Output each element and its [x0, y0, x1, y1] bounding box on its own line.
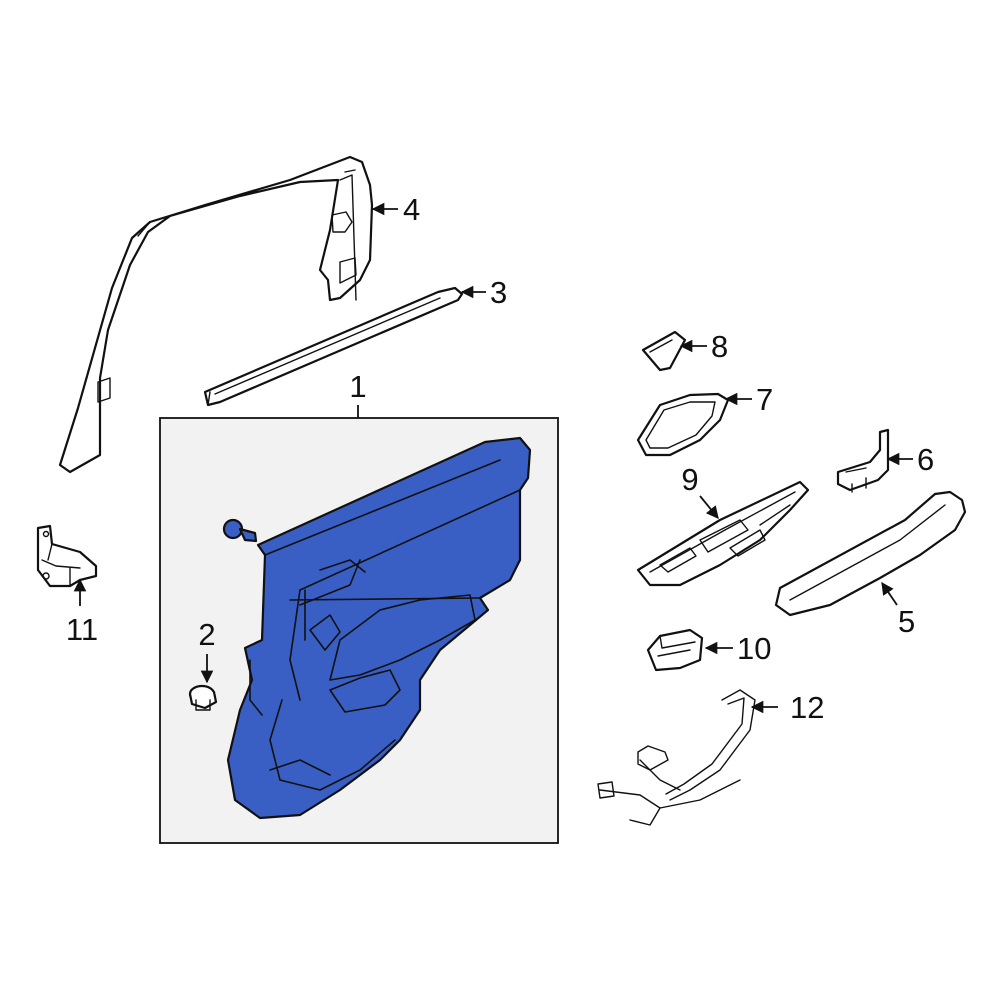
- part-10-switch[interactable]: [646, 628, 704, 672]
- part-2-retainer-clip[interactable]: [188, 684, 218, 711]
- part-11-bracket[interactable]: [36, 524, 98, 588]
- callout-label-2: 2: [198, 617, 215, 652]
- callout-label-8: 8: [711, 329, 728, 364]
- callout-9: 9: [681, 462, 719, 519]
- callout-label-11: 11: [66, 612, 98, 647]
- callout-3: 3: [460, 275, 507, 310]
- callout-2: 2: [198, 617, 216, 684]
- part-5-armrest[interactable]: [774, 490, 967, 617]
- part-6-bracket[interactable]: [836, 428, 890, 493]
- part-3-belt-molding[interactable]: [203, 286, 464, 407]
- part-4-window-sash[interactable]: [58, 155, 374, 474]
- callout-8: 8: [679, 329, 728, 364]
- callout-11: 11: [66, 578, 98, 647]
- callout-6: 6: [886, 442, 934, 477]
- callout-label-3: 3: [490, 275, 507, 310]
- part-1-clip[interactable]: [222, 518, 258, 543]
- callout-label-10: 10: [737, 631, 771, 666]
- callout-10: 10: [704, 631, 771, 666]
- callout-label-9: 9: [681, 462, 698, 497]
- part-7-bezel[interactable]: [636, 392, 730, 457]
- callout-label-4: 4: [403, 192, 420, 227]
- part-1-door-trim-panel[interactable]: [226, 436, 532, 820]
- callout-7: 7: [724, 382, 773, 417]
- callout-5: 5: [881, 581, 915, 639]
- callout-label-6: 6: [917, 442, 934, 477]
- part-8-cover[interactable]: [641, 330, 687, 372]
- callout-label-12: 12: [790, 690, 824, 725]
- callout-1: 1: [349, 369, 367, 418]
- callout-12: 12: [750, 690, 824, 725]
- callout-4: 4: [371, 192, 420, 227]
- callout-label-1: 1: [349, 369, 366, 404]
- part-9-switch-panel[interactable]: [636, 480, 810, 587]
- part-12-wiring-harness[interactable]: [597, 689, 756, 826]
- callout-label-7: 7: [756, 382, 773, 417]
- callout-label-5: 5: [898, 604, 915, 639]
